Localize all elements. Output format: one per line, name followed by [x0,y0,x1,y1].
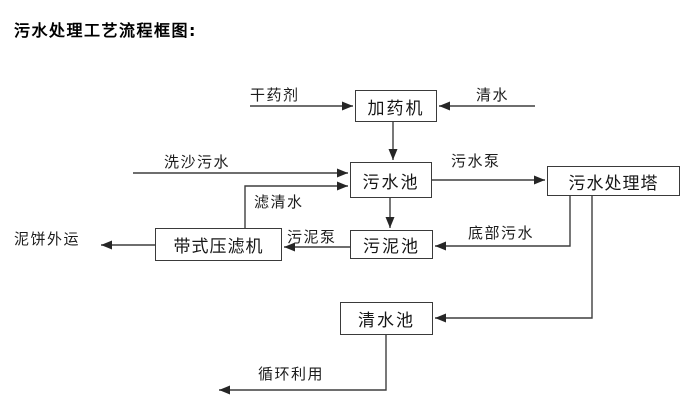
page-title: 污水处理工艺流程框图: [14,21,197,40]
label-sand-washing-sewage: 洗沙污水 [164,153,231,171]
label-sewage-pump: 污水泵 [451,152,501,170]
label-dry-chemical: 干药剂 [250,86,300,104]
edge-filtered-water-line [244,181,348,228]
edge-recycling-line [219,335,387,395]
node-sludge-pool: 污泥池 [350,230,433,259]
node-belt-filter-press: 带式压滤机 [155,228,282,261]
node-dosing-machine: 加药机 [355,90,437,122]
label-filtered-water: 滤清水 [254,193,304,211]
label-bottom-sewage: 底部污水 [468,224,535,242]
node-clean-water-pool: 清水池 [340,302,433,335]
label-recycling: 循环利用 [258,365,325,383]
node-sewage-treatment-tower: 污水处理塔 [547,166,680,196]
label-sludge-pump: 污泥泵 [287,228,337,246]
label-mud-cake-out: 泥饼外运 [14,230,81,248]
label-clean-water: 清水 [476,86,510,104]
edge-bottom-sewage-line [435,196,571,251]
node-sewage-pool: 污水池 [350,162,432,198]
edge-tower-to-clean-pool-line [435,196,593,323]
